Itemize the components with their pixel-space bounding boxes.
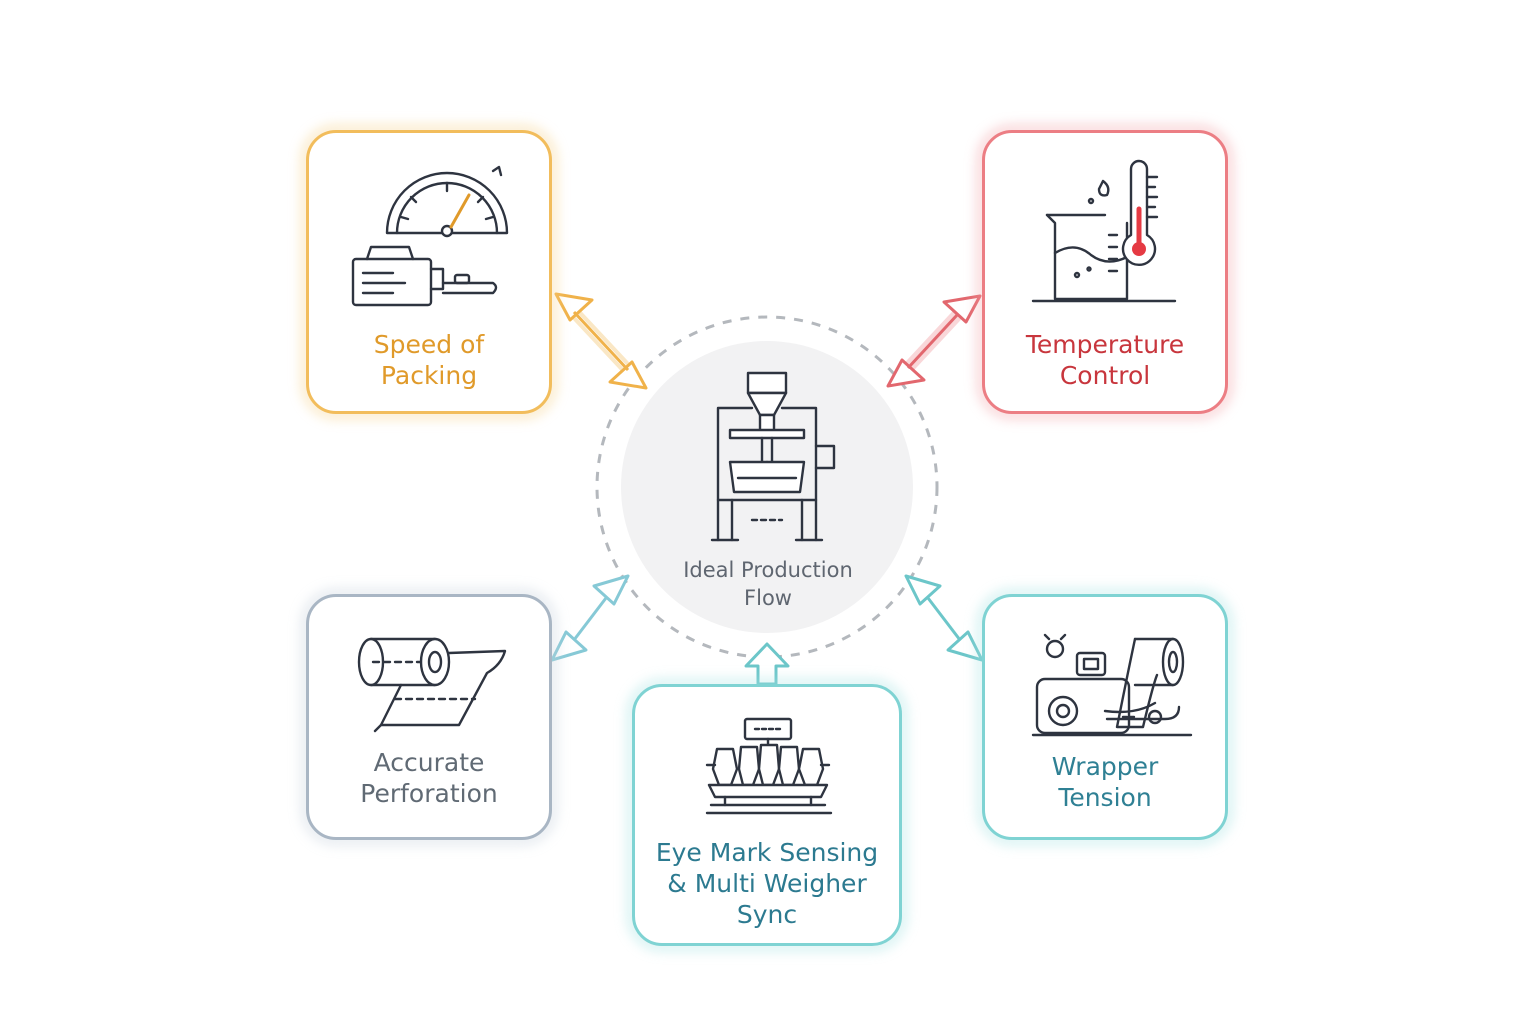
connector-perforation [550,574,630,662]
card-temperature-control: Temperature Control [982,130,1228,414]
speedometer-machine-icon [351,165,509,307]
eyemark-label-line-3: Sync [736,900,798,929]
center-label-line-2: Flow [744,586,792,610]
perforation-label-line-2: Perforation [360,779,498,808]
vffs-packing-machine-icon [710,371,836,542]
multihead-weigher-icon [705,717,833,815]
wrapper-tension-roller-icon [1031,633,1193,737]
center-label-line-1: Ideal Production [683,558,853,582]
connector-eyemark [744,642,790,686]
center-label: Ideal Production Flow [640,556,896,612]
wrapper-label-line-1: Wrapper [1051,752,1159,781]
beaker-thermometer-icon [1031,159,1177,303]
connector-temperature [886,294,982,388]
wrapper-label-line-2: Tension [1058,783,1152,812]
connector-wrapper [904,574,984,662]
card-eye-mark-sensing: Eye Mark Sensing & Multi Weigher Sync [632,684,902,946]
eyemark-label-line-2: & Multi Weigher [667,869,867,898]
speed-label-line-1: Speed of [373,330,485,359]
film-roll-perforation-icon [357,637,507,733]
temperature-label-line-2: Control [1059,361,1151,390]
card-wrapper-tension: Wrapper Tension [982,594,1228,840]
eyemark-label-line-1: Eye Mark Sensing [655,838,879,867]
speed-label-line-2: Packing [380,361,478,390]
perforation-label-line-1: Accurate [373,748,485,777]
connector-speed [554,292,648,390]
card-speed-of-packing: Speed of Packing [306,130,552,414]
card-accurate-perforation: Accurate Perforation [306,594,552,840]
temperature-label-line-1: Temperature [1025,330,1185,359]
